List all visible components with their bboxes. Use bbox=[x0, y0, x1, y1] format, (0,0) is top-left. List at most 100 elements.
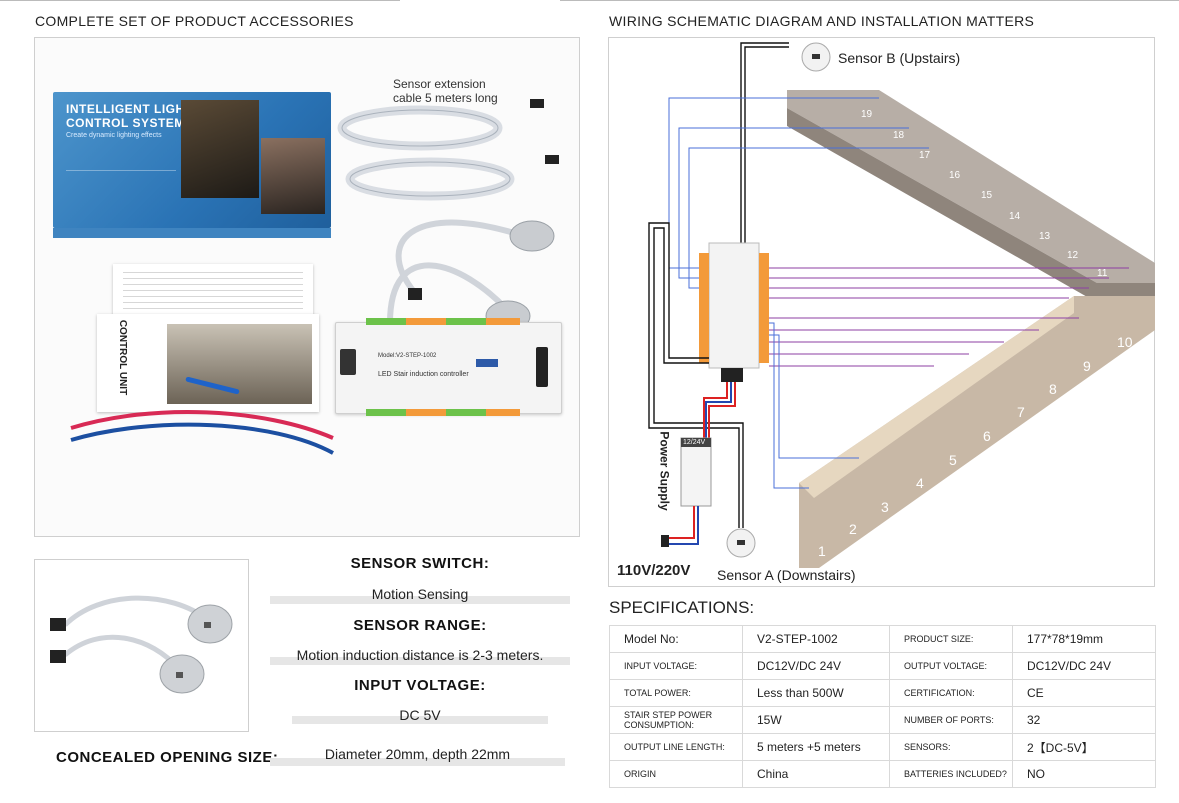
product-box: INTELLIGENT LIGHTING CONTROL SYSTEM Crea… bbox=[53, 92, 331, 228]
step-number-9: 9 bbox=[1083, 358, 1091, 374]
specs-table: Model No: V2-STEP-1002 PRODUCT SIZE: 177… bbox=[609, 625, 1156, 788]
top-rule-left bbox=[0, 0, 400, 1]
table-row: OUTPUT LINE LENGTH: 5 meters +5 meters S… bbox=[609, 733, 1156, 761]
spec-key: CERTIFICATION: bbox=[889, 679, 1013, 707]
step-number-11: 11 bbox=[1097, 268, 1108, 279]
spec-key: TOTAL POWER: bbox=[609, 679, 743, 707]
table-row: TOTAL POWER: Less than 500W CERTIFICATIO… bbox=[609, 679, 1156, 707]
controller-terminal-bottom-3 bbox=[446, 409, 486, 416]
sensor-photo bbox=[34, 559, 249, 732]
controller-terminal-bottom-4 bbox=[486, 409, 520, 416]
sensor-switch-value: Motion Sensing bbox=[371, 586, 469, 602]
box-side bbox=[53, 228, 331, 238]
spec-value: 32 bbox=[1012, 706, 1156, 734]
step-number-18: 18 bbox=[893, 130, 905, 141]
spec-key: SENSORS: bbox=[889, 733, 1013, 761]
top-rule-right bbox=[560, 0, 1179, 1]
step-number-19: 19 bbox=[861, 109, 873, 120]
controller-terminal-bottom-1 bbox=[366, 409, 406, 416]
sensor-range-bar bbox=[270, 657, 570, 665]
table-row: INPUT VOLTAGE: DC12V/DC 24V OUTPUT VOLTA… bbox=[609, 652, 1156, 680]
sensor-b-label: Sensor B (Upstairs) bbox=[838, 50, 961, 66]
step-number-3: 3 bbox=[881, 499, 889, 515]
controller-terminal-top-3 bbox=[446, 318, 486, 325]
controller-terminal-top-2 bbox=[406, 318, 446, 325]
wiring-graphic bbox=[648, 42, 1155, 568]
spec-key: NUMBER OF PORTS: bbox=[889, 706, 1013, 734]
box-title-line1: INTELLIGENT LIGHTING bbox=[66, 102, 216, 116]
controller-terminal-top-1 bbox=[366, 318, 406, 325]
manual-photo bbox=[167, 324, 312, 404]
psu-voltage-label: 12/24V bbox=[683, 439, 706, 446]
input-voltage-value: DC 5V bbox=[399, 707, 441, 723]
sensor-pair-illustration bbox=[50, 595, 233, 694]
wiring-title: WIRING SCHEMATIC DIAGRAM AND INSTALLATIO… bbox=[609, 13, 1035, 29]
concealed-opening-bar bbox=[270, 758, 565, 766]
sensor-switch-bar bbox=[270, 596, 570, 604]
extension-cables bbox=[337, 99, 559, 201]
step-number-7: 7 bbox=[1017, 404, 1025, 420]
box-title-line2: CONTROL SYSTEM bbox=[66, 116, 185, 130]
concealed-opening-label: CONCEALED OPENING SIZE: bbox=[56, 749, 279, 766]
sensor-range-value: Motion induction distance is 2-3 meters. bbox=[296, 647, 544, 663]
manual-sheet: CONTROL UNIT bbox=[97, 314, 319, 412]
controller-unit: Model:V2-STEP-1002 LED Stair induction c… bbox=[335, 318, 562, 416]
table-row: Model No: V2-STEP-1002 PRODUCT SIZE: 177… bbox=[609, 625, 1156, 653]
step-number-2: 2 bbox=[849, 521, 857, 537]
spec-value: DC12V/DC 24V bbox=[1012, 652, 1156, 680]
controller-name: LED Stair induction controller bbox=[378, 371, 469, 378]
extension-caption-2: cable 5 meters long bbox=[393, 91, 498, 105]
step-number-12: 12 bbox=[1067, 250, 1079, 261]
controller-model: Model:V2-STEP-1002 bbox=[378, 353, 437, 359]
specs-title: SPECIFICATIONS: bbox=[609, 598, 755, 617]
sensor-range-label: SENSOR RANGE: bbox=[353, 617, 487, 634]
box-tagline: Create dynamic lighting effects bbox=[66, 132, 162, 139]
table-row: ORIGIN China BATTERIES INCLUDED? NO bbox=[609, 760, 1156, 788]
controller-knob bbox=[536, 347, 548, 387]
spec-value: Less than 500W bbox=[742, 679, 890, 707]
manual-text: CONTROL UNIT bbox=[117, 319, 129, 396]
spec-key: ORIGIN bbox=[609, 760, 743, 788]
controller-display bbox=[476, 359, 498, 367]
sensor-switch-label: SENSOR SWITCH: bbox=[350, 555, 490, 572]
step-number-16: 16 bbox=[949, 170, 961, 181]
step-number-8: 8 bbox=[1049, 381, 1057, 397]
power-supply-label: Power Supply bbox=[657, 431, 672, 511]
spec-value: 5 meters +5 meters bbox=[742, 733, 890, 761]
spec-value: V2-STEP-1002 bbox=[742, 625, 890, 653]
box-person-photo bbox=[261, 138, 325, 214]
spec-value: China bbox=[742, 760, 890, 788]
step-number-6: 6 bbox=[983, 428, 991, 444]
spec-value: 177*78*19mm bbox=[1012, 625, 1156, 653]
controller-terminal-top-4 bbox=[486, 318, 520, 325]
controller-logo bbox=[340, 349, 356, 375]
box-stair-photo bbox=[181, 100, 259, 198]
accessories-title: COMPLETE SET OF PRODUCT ACCESSORIES bbox=[35, 13, 354, 29]
mains-voltage-label: 110V/220V bbox=[617, 562, 691, 579]
step-number-10: 10 bbox=[1117, 334, 1133, 350]
manual-lines bbox=[123, 272, 303, 318]
controller-terminal-bottom-2 bbox=[406, 409, 446, 416]
power-wires bbox=[70, 410, 334, 455]
spec-key: OUTPUT LINE LENGTH: bbox=[609, 733, 743, 761]
box-model-list bbox=[66, 170, 176, 217]
step-number-5: 5 bbox=[949, 452, 957, 468]
step-number-13: 13 bbox=[1039, 231, 1051, 242]
spec-key: PRODUCT SIZE: bbox=[889, 625, 1013, 653]
step-number-1: 1 bbox=[818, 543, 826, 559]
extension-caption-1: Sensor extension bbox=[393, 77, 486, 91]
input-voltage-label: INPUT VOLTAGE: bbox=[354, 677, 486, 694]
spec-key: OUTPUT VOLTAGE: bbox=[889, 652, 1013, 680]
spec-value: NO bbox=[1012, 760, 1156, 788]
spec-value: 15W bbox=[742, 706, 890, 734]
sensor-a-label: Sensor A (Downstairs) bbox=[717, 567, 856, 583]
accessories-photo: INTELLIGENT LIGHTING CONTROL SYSTEM Crea… bbox=[34, 37, 580, 537]
table-row: STAIR STEP POWER CONSUMPTION: 15W NUMBER… bbox=[609, 706, 1156, 734]
spec-key: INPUT VOLTAGE: bbox=[609, 652, 743, 680]
spec-key: STAIR STEP POWER CONSUMPTION: bbox=[609, 706, 743, 734]
step-number-17: 17 bbox=[919, 150, 931, 161]
spec-value: 2【DC-5V】 bbox=[1012, 733, 1156, 761]
spec-key: BATTERIES INCLUDED? bbox=[889, 760, 1013, 788]
wiring-diagram: Sensor B (Upstairs) Sensor A (Downstairs… bbox=[608, 37, 1155, 587]
input-voltage-bar bbox=[292, 716, 548, 724]
